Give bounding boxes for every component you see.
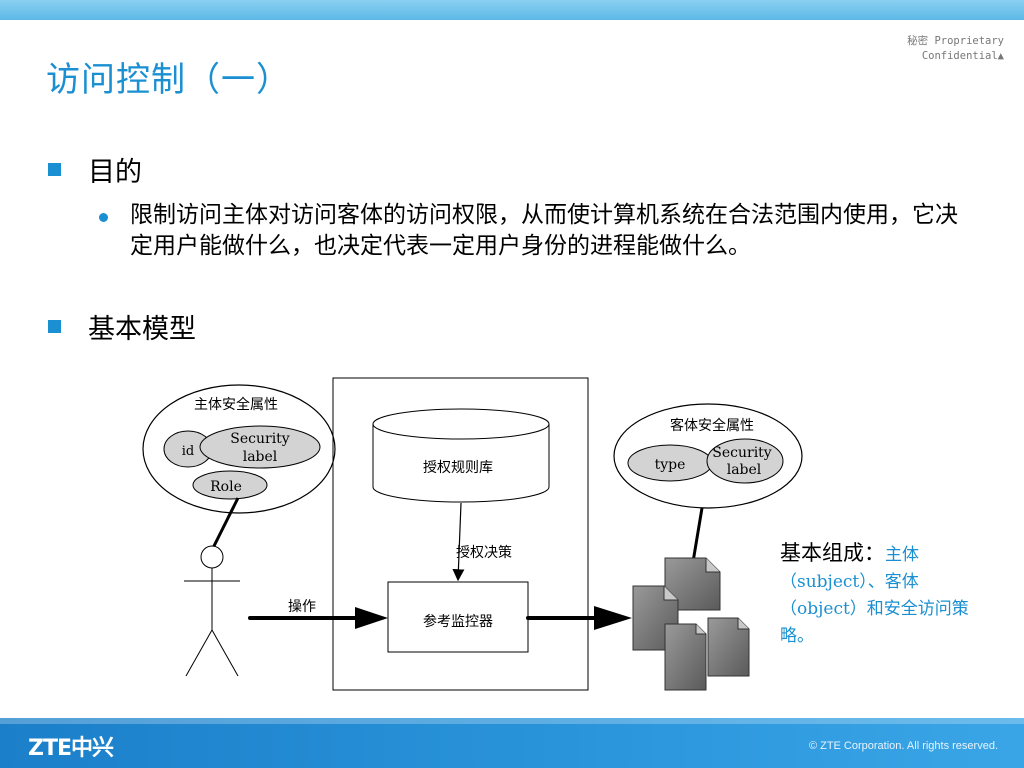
zte-logo: ZTE中兴	[28, 736, 114, 761]
square-bullet-icon	[48, 163, 61, 176]
rulebase-database-icon: 授权规则库	[372, 408, 550, 503]
subject-connector	[211, 497, 240, 549]
subject-id: id	[182, 444, 194, 459]
monitor-label: 参考监控器	[423, 613, 493, 630]
footer-bar	[0, 718, 1024, 768]
object-security-2: label	[727, 462, 762, 478]
subject-attributes: 主体安全属性 id Security label Role	[142, 384, 336, 514]
composition-head: 基本组成：	[780, 541, 885, 565]
bullet-basic-model: 基本模型	[88, 314, 196, 345]
bullet-purpose: 目的	[88, 157, 142, 188]
top-bar	[0, 0, 1024, 20]
object-documents-icon	[632, 557, 750, 691]
reference-monitor-frame	[332, 377, 589, 691]
dot-bullet-icon	[99, 213, 108, 222]
purpose-description: 限制访问主体对访问客体的访问权限，从而使计算机系统在合法范围内使用，它决定用户能…	[130, 202, 958, 259]
subject-security-2: label	[243, 449, 278, 465]
rulebase-label: 授权规则库	[423, 460, 493, 476]
reference-monitor-box	[387, 581, 529, 653]
confidential-line1: 秘密 Proprietary	[907, 35, 1004, 47]
composition-note: 基本组成：主体（subject）、客体（object）和安全访问策略。	[780, 540, 990, 650]
subject-security-1: Security	[230, 431, 290, 447]
object-type: type	[655, 457, 686, 473]
subject-role: Role	[210, 479, 242, 495]
object-security-1: Security	[712, 445, 772, 461]
confidential-line2: Confidential▲	[921, 50, 1004, 62]
composition-body: 主体（subject）、客体（object）和安全访问策略。	[780, 545, 969, 646]
decision-arrow	[452, 502, 465, 582]
object-attr-label: 客体安全属性	[670, 417, 754, 434]
operation-label: 操作	[288, 599, 316, 615]
confidential-mark: 秘密 Proprietary Confidential▲	[907, 34, 1004, 64]
copyright-text: © ZTE Corporation. All rights reserved.	[808, 740, 998, 752]
object-connector	[691, 507, 704, 563]
decision-label: 授权决策	[456, 544, 512, 561]
subject-attr-label: 主体安全属性	[194, 396, 278, 413]
square-bullet-icon	[48, 320, 61, 333]
user-figure-icon	[184, 545, 240, 677]
slide-title: 访问控制（一）	[46, 60, 291, 100]
object-attributes: 客体安全属性 type Security label	[613, 403, 803, 509]
